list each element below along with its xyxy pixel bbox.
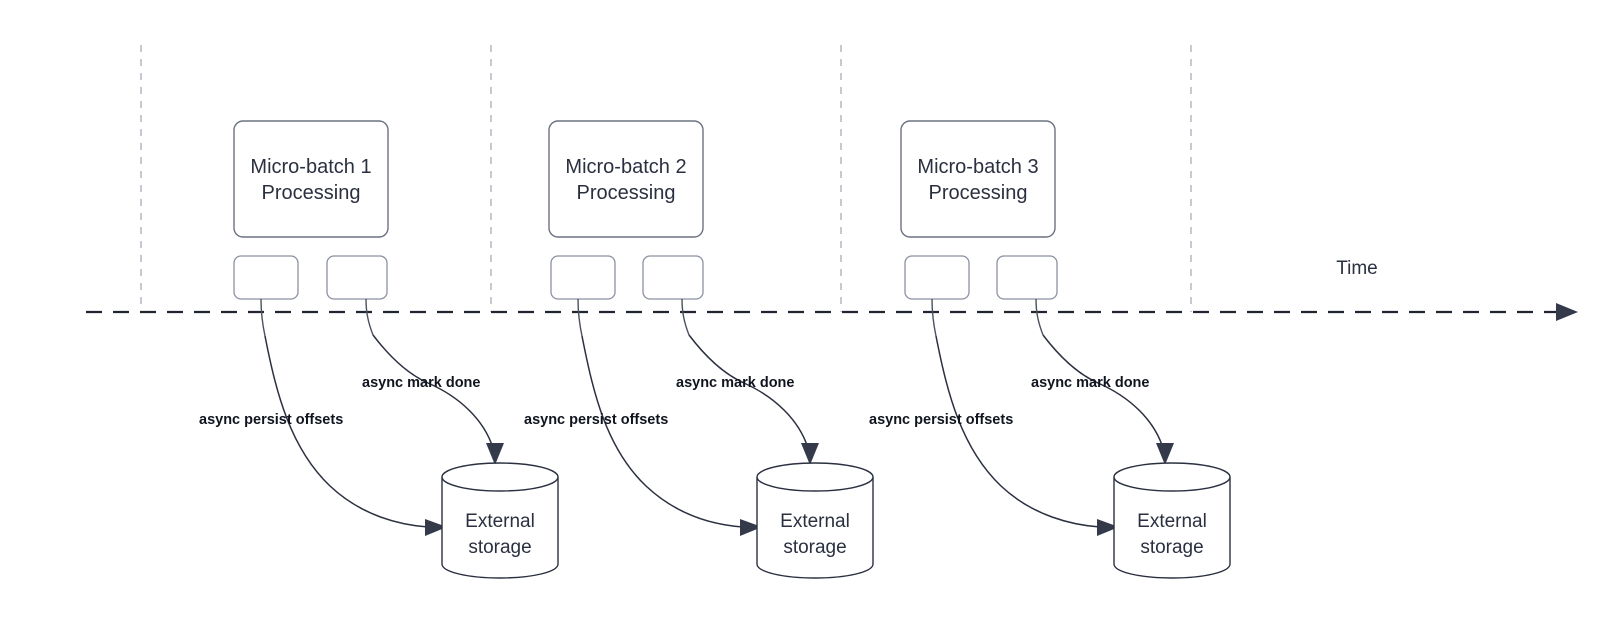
micro-batch-1-markdone-curve xyxy=(372,334,494,449)
group-2: Micro-batch 2 Processing External storag… xyxy=(524,120,874,579)
micro-batch-1-mark-done-label: async mark done xyxy=(362,375,480,391)
micro-batch-2-mark-done-label: async mark done xyxy=(676,375,794,391)
micro-batch-2-label-line2: Processing xyxy=(577,182,676,204)
micro-batch-3-persist-stub xyxy=(931,298,937,337)
micro-batch-1-persist-curve xyxy=(264,335,429,528)
micro-batch-3-box[interactable] xyxy=(900,120,1056,238)
micro-batch-1-label-line1: Micro-batch 1 xyxy=(250,156,371,178)
storage-2-label-line2: storage xyxy=(783,537,846,558)
micro-batch-3-label-line2: Processing xyxy=(929,182,1028,204)
micro-batch-1-box[interactable] xyxy=(233,120,389,238)
group-1: Micro-batch 1 Processing External storag… xyxy=(199,120,559,579)
storage-2-cylinder-body[interactable] xyxy=(756,477,874,579)
storage-1-label-line2: storage xyxy=(468,537,531,558)
storage-2-cylinder-top xyxy=(756,462,874,492)
micro-batch-1-persist-stub xyxy=(260,298,266,337)
micro-batch-3-task-box-left[interactable] xyxy=(904,255,970,300)
storage-1-label-line1: External xyxy=(465,511,535,532)
micro-batch-2-persist-label: async persist offsets xyxy=(524,412,668,428)
storage-2-label-line1: External xyxy=(780,511,850,532)
micro-batch-3-persist-curve xyxy=(935,335,1101,528)
micro-batch-2-markdone-arrowhead xyxy=(801,443,819,465)
micro-batch-1-markdone-arrowhead xyxy=(486,443,504,465)
micro-batch-2-task-box-left[interactable] xyxy=(550,255,616,300)
time-axis-arrowhead xyxy=(1556,303,1578,321)
storage-3-label-line1: External xyxy=(1137,511,1207,532)
micro-batch-2-persist-stub xyxy=(577,298,583,337)
micro-batch-1-label-line2: Processing xyxy=(262,182,361,204)
storage-3-cylinder-body[interactable] xyxy=(1113,477,1231,579)
micro-batch-2-task-box-right[interactable] xyxy=(642,255,704,300)
micro-batch-3-persist-arrowhead xyxy=(1097,519,1119,536)
micro-batch-3-markdone-stub xyxy=(1035,298,1044,336)
micro-batch-3-persist-label: async persist offsets xyxy=(869,412,1013,428)
micro-batch-2-markdone-stub xyxy=(681,298,690,336)
group-3: Micro-batch 3 Processing External storag… xyxy=(869,120,1231,579)
storage-3-label-line2: storage xyxy=(1140,537,1203,558)
micro-batch-1-markdone-stub xyxy=(365,298,374,336)
storage-1-cylinder-top xyxy=(441,462,559,492)
micro-batch-1-task-box-right[interactable] xyxy=(326,255,388,300)
micro-batch-3-mark-done-label: async mark done xyxy=(1031,375,1149,391)
time-axis xyxy=(86,303,1578,321)
micro-batch-3-markdone-arrowhead xyxy=(1156,443,1174,465)
storage-3-cylinder-top xyxy=(1113,462,1231,492)
micro-batch-2-persist-arrowhead xyxy=(740,519,762,536)
micro-batch-3-task-box-right[interactable] xyxy=(996,255,1058,300)
micro-batch-3-label-line1: Micro-batch 3 xyxy=(917,156,1038,178)
micro-batch-1-persist-label: async persist offsets xyxy=(199,412,343,428)
storage-1-cylinder-body[interactable] xyxy=(441,477,559,579)
micro-batch-2-box[interactable] xyxy=(548,120,704,238)
micro-batch-1-task-box-left[interactable] xyxy=(233,255,299,300)
micro-batch-2-markdone-curve xyxy=(688,334,809,449)
micro-batch-3-markdone-curve xyxy=(1042,334,1164,449)
time-axis-label: Time xyxy=(1336,258,1378,279)
micro-batch-2-persist-curve xyxy=(581,335,744,528)
micro-batch-2-label-line1: Micro-batch 2 xyxy=(565,156,686,178)
timeline-tick-group xyxy=(140,45,1192,312)
micro-batch-1-persist-arrowhead xyxy=(425,519,447,536)
